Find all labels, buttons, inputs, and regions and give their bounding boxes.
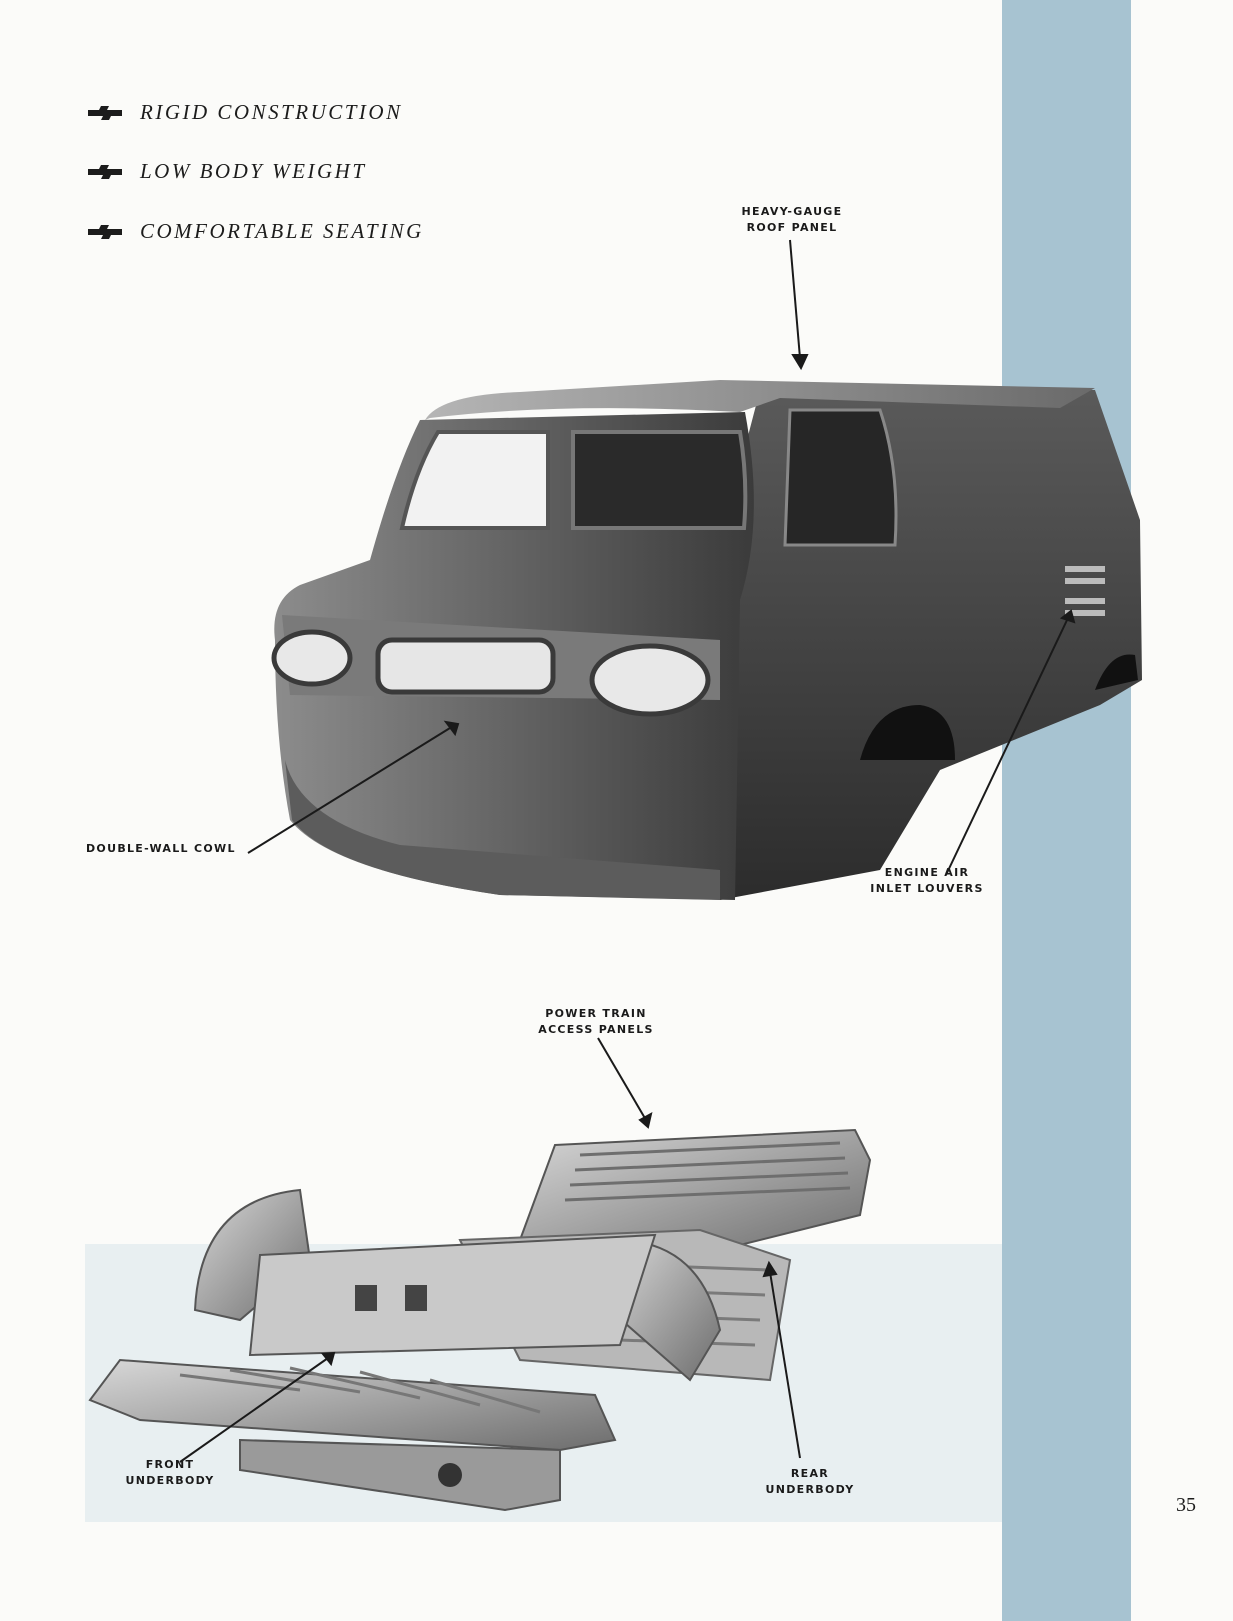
callout-front-underbody: FRONT UNDERBODY xyxy=(110,1457,230,1489)
callout-line: POWER TRAIN xyxy=(545,1007,647,1020)
feature-text: COMFORTABLE SEATING xyxy=(140,219,424,243)
callout-line: ROOF PANEL xyxy=(746,221,838,234)
callout-line: UNDERBODY xyxy=(125,1474,215,1487)
callout-power-train: POWER TRAIN ACCESS PANELS xyxy=(526,1006,666,1038)
callout-line: UNDERBODY xyxy=(765,1483,855,1496)
callout-roof-panel: HEAVY-GAUGE ROOF PANEL xyxy=(732,204,852,236)
van-body-illustration xyxy=(271,380,1142,900)
feature-text: LOW BODY WEIGHT xyxy=(140,159,367,183)
callout-line: DOUBLE-WALL COWL xyxy=(86,842,236,855)
callout-line: FRONT xyxy=(145,1458,195,1471)
callout-line: ENGINE AIR xyxy=(884,866,970,879)
leader-lines xyxy=(179,239,1076,1463)
underbody-illustration xyxy=(88,1128,872,1512)
callout-line: REAR xyxy=(790,1467,830,1480)
feature-item: RIGID CONSTRUCTION xyxy=(88,100,403,125)
feature-text: RIGID CONSTRUCTION xyxy=(140,100,403,124)
chevrolet-bowtie-icon xyxy=(88,224,122,239)
side-color-band xyxy=(1002,0,1131,1621)
callout-rear-underbody: REAR UNDERBODY xyxy=(750,1466,870,1498)
feature-item: LOW BODY WEIGHT xyxy=(88,159,367,184)
callout-double-wall-cowl: DOUBLE-WALL COWL xyxy=(86,841,246,857)
callout-line: ACCESS PANELS xyxy=(538,1023,654,1036)
callout-engine-louvers: ENGINE AIR INLET LOUVERS xyxy=(862,865,992,897)
chevrolet-bowtie-icon xyxy=(88,164,122,179)
callout-line: INLET LOUVERS xyxy=(870,882,984,895)
chevrolet-bowtie-icon xyxy=(88,105,122,120)
callout-line: HEAVY-GAUGE xyxy=(741,205,843,218)
feature-item: COMFORTABLE SEATING xyxy=(88,219,424,244)
page-number: 35 xyxy=(1176,1494,1196,1516)
